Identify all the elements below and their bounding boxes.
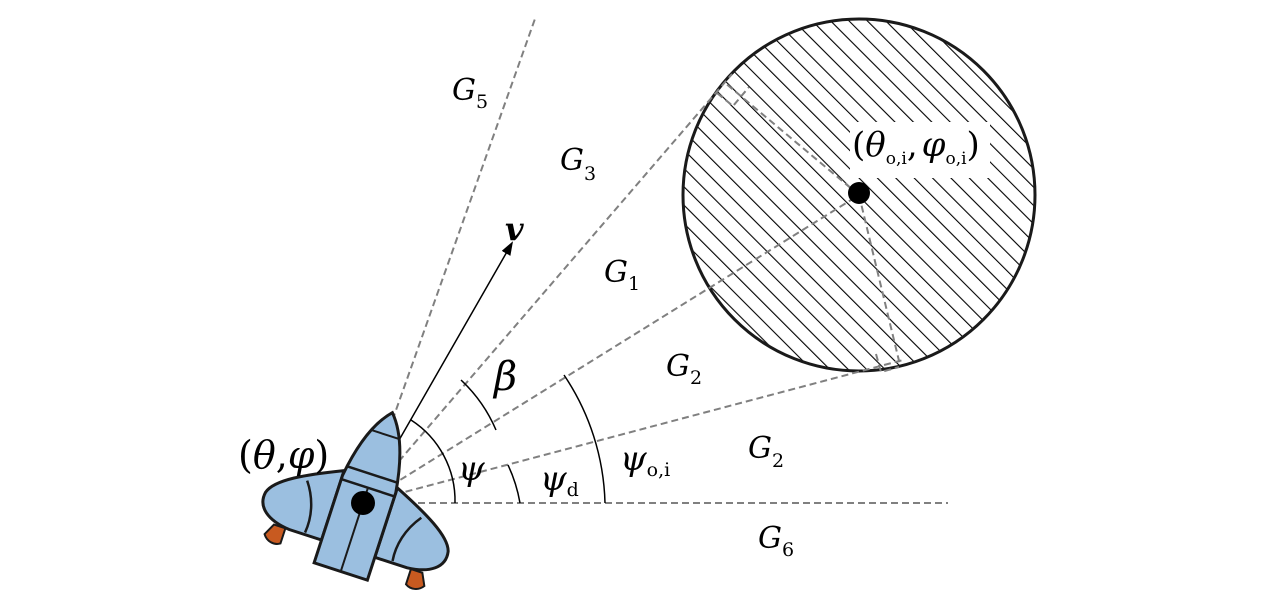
velocity-label: v — [505, 210, 524, 248]
radius-line-lower — [858, 194, 901, 366]
arc-beta — [460, 379, 497, 431]
vehicle-wing-right — [372, 485, 450, 572]
vehicle-cockpit-line-1 — [347, 465, 398, 484]
region-label-g2-upper: G2 — [666, 349, 702, 389]
region-label-g2-lower: G2 — [748, 431, 784, 472]
obstacle-center-label: (θo,i,φo,i) — [852, 125, 980, 169]
vehicle-wing-left — [261, 468, 347, 542]
psi-label: ψ — [458, 449, 485, 489]
arc-psi — [410, 419, 456, 504]
region-label-g5: G5 — [452, 73, 488, 113]
boundary-line-g5 — [362, 15, 537, 504]
region-label-g3: G3 — [560, 143, 596, 185]
vehicle-position-label: (θ,φ) — [238, 433, 329, 477]
tangent-line-lower — [362, 359, 904, 504]
vehicle — [261, 410, 450, 590]
center-line — [362, 194, 860, 504]
arc-psi-oi — [563, 374, 606, 504]
arc-psi-d — [507, 464, 521, 504]
obstacle-label-bg — [850, 122, 990, 178]
region-label-g6: G6 — [758, 521, 794, 561]
region-label-g1: G1 — [604, 255, 640, 295]
tangent-line-upper — [362, 73, 733, 504]
vehicle-center-dot — [351, 491, 375, 515]
vehicle-wing-curve-right — [391, 516, 423, 562]
obstacle-center-dot — [848, 182, 870, 204]
vehicle-flame-left — [263, 523, 287, 545]
psi-oi-label: ψo,i — [620, 439, 670, 481]
vehicle-nose-line — [371, 429, 399, 440]
vehicle-cockpit-line-2 — [341, 478, 395, 498]
psi-d-label: ψd — [540, 459, 579, 501]
vehicle-flame-right — [404, 567, 426, 590]
vehicle-wing-curve-left — [303, 480, 313, 534]
radius-line-upper — [723, 81, 860, 196]
right-angle-marker-lower — [875, 353, 900, 374]
beta-label: β — [492, 354, 517, 400]
right-angle-marker-upper — [716, 86, 750, 108]
